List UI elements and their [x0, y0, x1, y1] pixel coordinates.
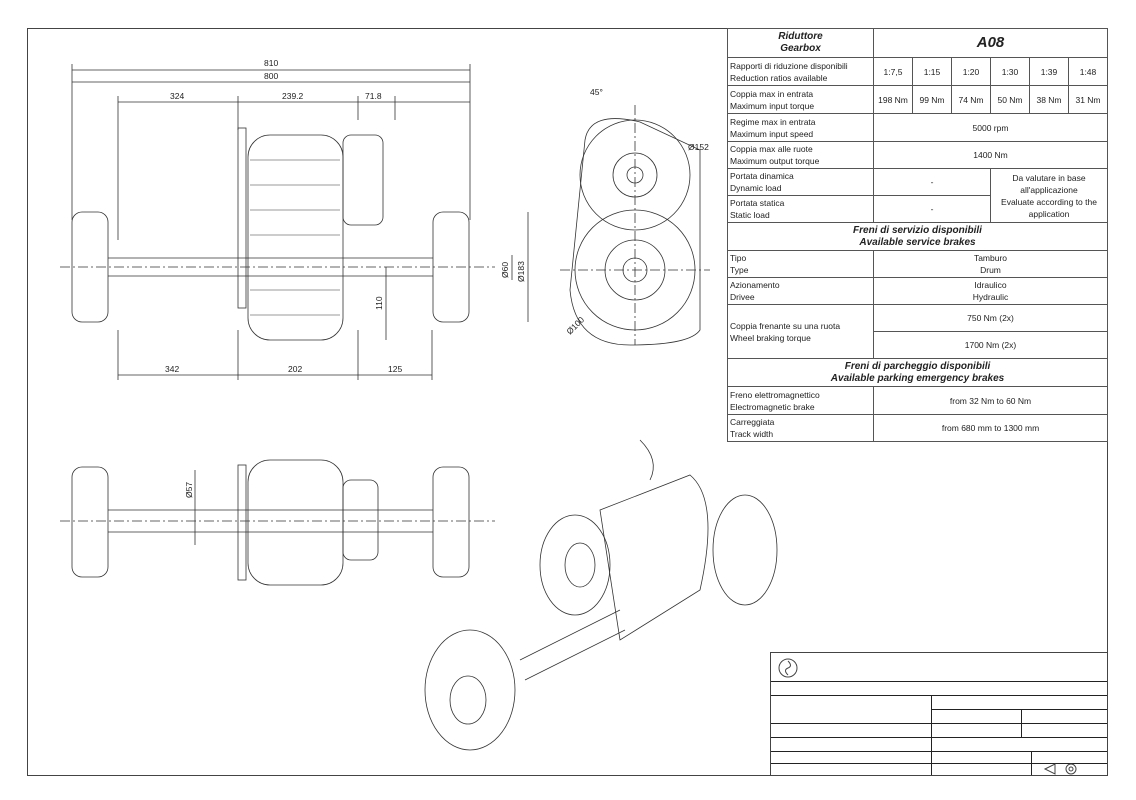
dim-dia100: Ø100 [564, 314, 586, 336]
dim-125: 125 [388, 364, 402, 374]
side-view: 45° Ø152 Ø100 [560, 87, 710, 346]
left-wheel-drum [71, 211, 109, 323]
company-logo-icon [778, 658, 798, 678]
projection-symbol-icon [1043, 763, 1077, 775]
top-view: Ø57 [60, 459, 495, 586]
torque-cell: 50 Nm [990, 85, 1030, 114]
dim-810: 810 [264, 58, 278, 68]
input-speed-value: 5000 rpm [873, 113, 1108, 142]
isometric-view [424, 439, 778, 751]
dim-71: 71.8 [365, 91, 382, 101]
braking-torque-value: 750 Nm (2x) [873, 304, 1108, 332]
em-brake-value: from 32 Nm to 60 Nm [873, 386, 1108, 415]
dim-110: 110 [374, 296, 384, 310]
braking-torque-value: 1700 Nm (2x) [873, 331, 1108, 359]
torque-cell: 74 Nm [951, 85, 991, 114]
ratio-cell: 1:15 [912, 57, 952, 86]
dim-dia57: Ø57 [184, 482, 194, 498]
dim-dia152: Ø152 [688, 142, 709, 152]
dim-239: 239.2 [282, 91, 304, 101]
ratio-cell: 1:20 [951, 57, 991, 86]
dim-342: 342 [165, 364, 179, 374]
static-load-value: - [873, 195, 991, 223]
model-name: A08 [873, 28, 1108, 58]
dynamic-load-value: - [873, 168, 991, 196]
torque-cell: 38 Nm [1029, 85, 1069, 114]
torque-cell: 31 Nm [1068, 85, 1108, 114]
dim-202: 202 [288, 364, 302, 374]
dim-324: 324 [170, 91, 184, 101]
track-value: from 680 mm to 1300 mm [873, 414, 1108, 442]
output-torque-value: 1400 Nm [873, 141, 1108, 169]
drawing-frame [27, 28, 1108, 776]
title-block [770, 652, 1108, 776]
dim-dia183: Ø183 [516, 261, 526, 282]
ratio-cell: 1:39 [1029, 57, 1069, 86]
torque-cell: 99 Nm [912, 85, 952, 114]
dim-angle-45: 45° [590, 87, 603, 97]
torque-cell: 198 Nm [873, 85, 913, 114]
front-view: 810 800 324 239.2 71.8 342 202 125 110 Ø… [60, 58, 529, 380]
dim-800: 800 [264, 71, 278, 81]
ratio-cell: 1:48 [1068, 57, 1108, 86]
ratio-cell: 1:30 [990, 57, 1030, 86]
ratio-cell: 1:7,5 [873, 57, 913, 86]
dim-dia60: Ø60 [500, 262, 510, 278]
